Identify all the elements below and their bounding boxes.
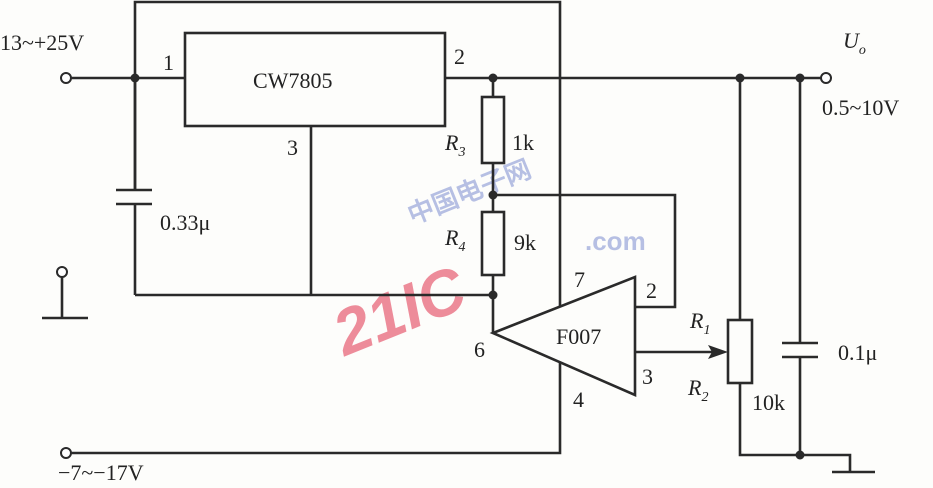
regulator-name: CW7805 [253,68,332,93]
potentiometer [726,318,754,385]
output-label: Uo [843,28,866,58]
watermark-cn: 中国电子网 [403,154,535,231]
watermark-logo: 21IC [322,252,476,370]
r4-value: 9k [514,230,536,255]
opamp-pin7: 7 [574,267,585,292]
pot-value: 10k [752,390,785,415]
c-out-value: 0.1μ [838,340,877,365]
opamp-pin3: 3 [642,364,653,389]
r3-label: R3 [444,130,465,160]
negative-supply-terminal [60,447,72,459]
opamp-pin6: 6 [474,337,485,362]
regulator-pin3: 3 [287,135,298,160]
c-in-value: 0.33μ [160,210,210,235]
positive-supply-label: 13~+25V [0,30,84,55]
output-terminal [820,72,832,84]
r4-label: R4 [444,225,465,255]
resistor-r3 [480,95,506,165]
regulator-pin1: 1 [163,50,174,75]
regulator-pin2: 2 [454,44,465,69]
input-terminal [60,72,72,84]
capacitor-c-in [110,188,160,206]
junction-dots [130,73,805,460]
wires [42,0,875,474]
opamp-name: F007 [556,324,601,349]
wiper-arrow-icon [708,345,728,359]
r3-value: 1k [512,130,534,155]
opamp-pin2: 2 [646,278,657,303]
regulator-box [183,31,447,128]
output-range: 0.5~10V [822,95,899,120]
opamp-triangle [489,275,637,397]
r2-label: R2 [687,375,708,405]
r1-label: R1 [689,308,710,338]
watermark-domain: .com [585,226,646,256]
opamp-pin4: 4 [573,387,584,412]
negative-supply-label: −7~−17V [58,460,144,485]
resistor-r4 [480,210,506,277]
ground-terminal [56,266,68,278]
capacitor-c-out [782,341,818,359]
